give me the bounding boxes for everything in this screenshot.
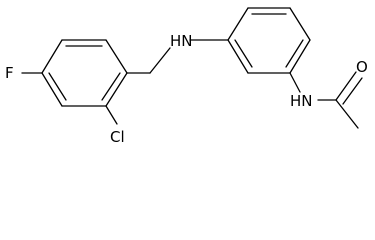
- ring-nh-amide-bond: [289, 72, 301, 93]
- amine-nh-label: HN: [170, 32, 193, 50]
- carbonyl-methyl-bond: [335, 99, 359, 129]
- chlorine-label: Cl: [110, 128, 125, 146]
- chemical-structure-diagram: F Cl HN HN O: [5, 7, 368, 146]
- carbonyl-double-bond-outer: [335, 71, 357, 101]
- amide-nh-label: HN: [290, 92, 313, 110]
- c-cl-bond: [105, 105, 118, 125]
- phenylene-ring: [227, 7, 311, 74]
- carbonyl-oxygen-label: O: [356, 58, 368, 76]
- fluorine-label: F: [5, 64, 14, 82]
- chloro-fluoro-benzene-ring: [41, 39, 128, 107]
- carbonyl-double-bond-inner: [342, 77, 363, 105]
- ch2-nh-bond: [149, 47, 171, 74]
